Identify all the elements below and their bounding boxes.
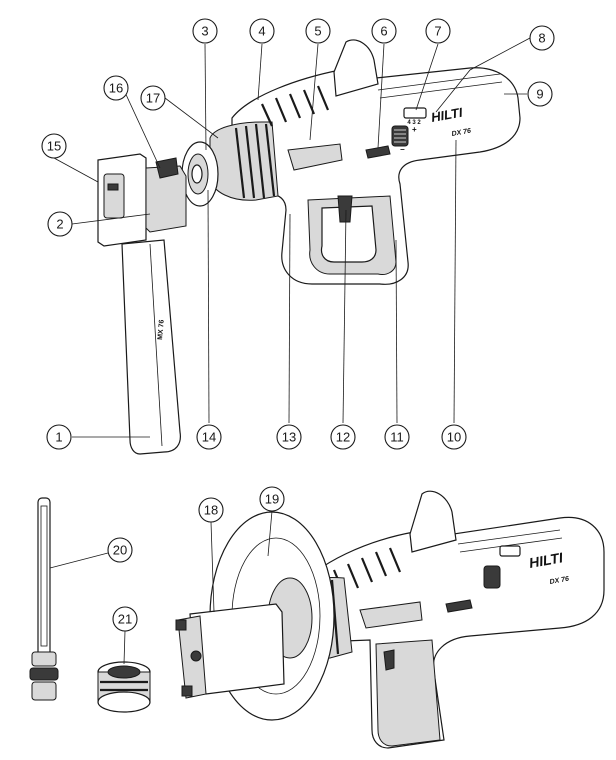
bottom-brand-logo-text: HILTI	[528, 549, 565, 571]
magazine-model-text: MX 76	[157, 319, 166, 340]
power-dial-ticks	[394, 129, 406, 143]
bottom-power-dial	[483, 565, 501, 589]
rear-top-hump	[333, 39, 379, 97]
svg-text:20: 20	[113, 543, 127, 558]
callout-2: 2	[47, 211, 73, 237]
callout-9: 9	[527, 81, 553, 107]
svg-text:3: 3	[201, 24, 208, 39]
magazine-latch	[155, 157, 179, 179]
callout-21: 21	[112, 606, 138, 632]
callout-5: 5	[305, 18, 331, 44]
trigger	[337, 195, 353, 223]
callout-3: 3	[192, 18, 218, 44]
svg-text:9: 9	[536, 87, 543, 102]
callout-6: 6	[371, 18, 397, 44]
fastener-guide-tab-top	[175, 619, 187, 631]
callout-11: 11	[384, 424, 410, 450]
callout-18: 18	[198, 497, 224, 523]
bottom-side-lever	[445, 599, 473, 613]
bottom-side-slide	[359, 601, 423, 629]
dial-window	[403, 107, 427, 119]
top-tool-illustration: 4 3 2 + − HILTI DX 76 MX 76	[97, 39, 521, 455]
svg-text:21: 21	[118, 612, 132, 627]
svg-text:17: 17	[146, 91, 160, 106]
side-slide	[287, 143, 343, 171]
callout-7: 7	[425, 18, 451, 44]
fastener-guide-tab-bottom	[181, 685, 193, 697]
callout-8: 8	[529, 25, 555, 51]
svg-text:16: 16	[109, 81, 123, 96]
callout-12: 12	[330, 424, 356, 450]
bottom-top-rail	[457, 529, 563, 553]
ring-part	[97, 661, 151, 713]
svg-text:19: 19	[265, 492, 279, 507]
power-dial	[391, 125, 409, 147]
side-lever	[365, 145, 391, 159]
callout-labels: 1 2 3 4 5 6 7 8 9 10 11 12 13 14 15	[41, 18, 555, 632]
piston-part	[29, 497, 59, 701]
svg-text:10: 10	[447, 430, 461, 445]
svg-text:12: 12	[336, 430, 350, 445]
bottom-top-hump	[409, 490, 457, 553]
magazine-head-window	[103, 173, 125, 219]
svg-text:4: 4	[258, 24, 265, 39]
housing-top-ribs	[260, 85, 330, 127]
magazine-mechanism	[145, 165, 187, 233]
top-rail	[377, 73, 503, 99]
svg-text:14: 14	[202, 430, 216, 445]
svg-text:5: 5	[314, 24, 321, 39]
magazine-strip	[121, 239, 181, 455]
svg-text:1: 1	[55, 430, 62, 445]
svg-text:2: 2	[56, 217, 63, 232]
svg-text:6: 6	[380, 24, 387, 39]
bottom-trigger	[383, 649, 395, 671]
magazine-strip-edge	[149, 243, 163, 447]
fastener-guide-pin	[190, 650, 202, 662]
bottom-assembly-illustration: HILTI DX 76	[29, 490, 605, 749]
callout-1: 1	[46, 424, 72, 450]
callout-20: 20	[107, 537, 133, 563]
minus-sign-text: −	[400, 145, 405, 154]
nose-ring-center	[191, 164, 203, 184]
callout-4: 4	[249, 18, 275, 44]
callout-14: 14	[196, 424, 222, 450]
callout-10: 10	[441, 424, 467, 450]
bottom-model-text: DX 76	[549, 576, 569, 586]
leader-lines	[49, 37, 531, 665]
brand-logo-text: HILTI	[430, 105, 464, 125]
callout-17: 17	[140, 85, 166, 111]
svg-text:15: 15	[47, 139, 61, 154]
svg-text:7: 7	[434, 24, 441, 39]
svg-text:11: 11	[390, 430, 404, 445]
magazine-head-slot	[107, 183, 119, 191]
plus-sign-text: +	[412, 125, 417, 134]
callout-16: 16	[103, 75, 129, 101]
svg-text:8: 8	[538, 31, 545, 46]
bottom-dial-window	[499, 545, 521, 557]
nose-ribs	[234, 123, 276, 199]
callout-19: 19	[259, 486, 285, 512]
svg-text:13: 13	[282, 430, 296, 445]
svg-text:18: 18	[204, 503, 218, 518]
model-text: DX 76	[451, 128, 471, 138]
callout-13: 13	[276, 424, 302, 450]
callout-15: 15	[41, 133, 67, 159]
trigger-guard-cutout	[320, 205, 377, 263]
dial-numbers-text: 4 3 2	[407, 120, 421, 126]
